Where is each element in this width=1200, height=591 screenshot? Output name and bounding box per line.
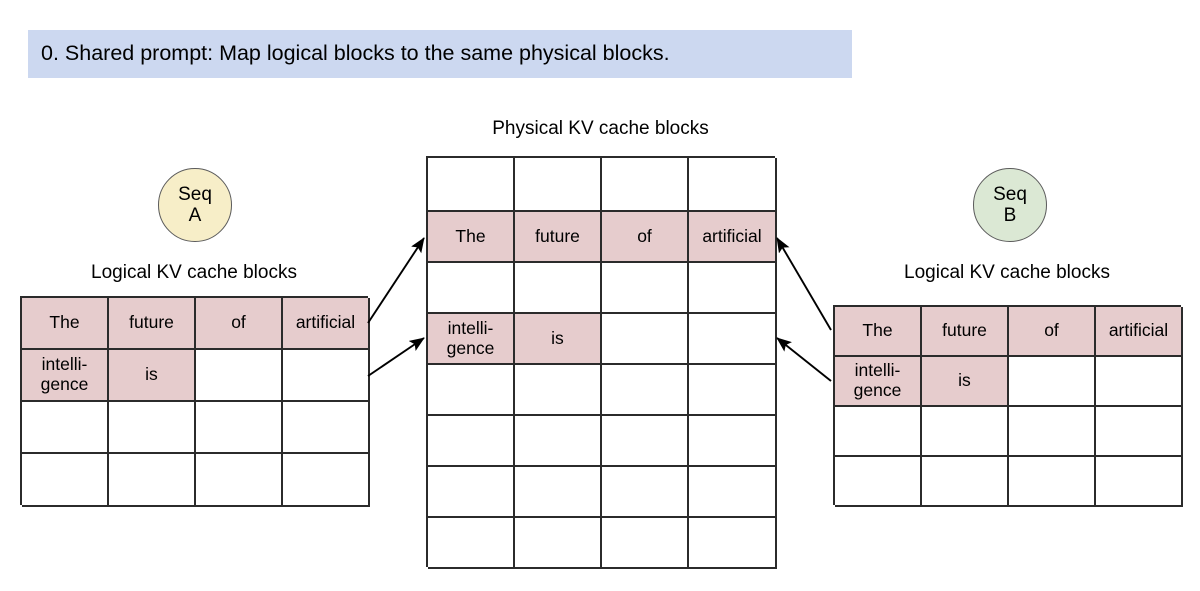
left-logical-kv-grid-cell-r1c3: of: [196, 298, 283, 350]
physical-kv-grid-cell-r7c2: [515, 467, 602, 518]
right-logical-kv-grid-cell-r1c4: artificial: [1096, 307, 1183, 357]
physical-kv-grid-cell-r1c4: [689, 158, 777, 212]
seq-b-label-line1: Seq: [993, 183, 1027, 205]
left-logical-kv-grid-cell-r2c2: is: [109, 350, 196, 402]
right-logical-cache-heading: Logical KV cache blocks: [904, 262, 1110, 283]
physical-kv-grid-cell-r4c1: intelli-gence: [428, 314, 515, 365]
left-logical-kv-grid-cell-r3c3: [196, 402, 283, 454]
left-logical-kv-grid-cell-r1c4: artificial: [283, 298, 370, 350]
left-logical-kv-grid-cell-r2c4: [283, 350, 370, 402]
physical-kv-grid-cell-r3c1: [428, 263, 515, 314]
physical-kv-grid-cell-r2c4: artificial: [689, 212, 777, 263]
physical-kv-grid-cell-r2c3: of: [602, 212, 689, 263]
physical-kv-grid-cell-r6c2: [515, 416, 602, 467]
physical-kv-grid-cell-r1c1: [428, 158, 515, 212]
physical-kv-grid-cell-r8c1: [428, 518, 515, 569]
left-logical-kv-grid-cell-r1c2: future: [109, 298, 196, 350]
right-logical-kv-grid-cell-r4c4: [1096, 457, 1183, 507]
physical-kv-grid-cell-r8c4: [689, 518, 777, 569]
right-logical-kv-grid-cell-r3c1: [835, 407, 922, 457]
physical-kv-grid-cell-r6c1: [428, 416, 515, 467]
left-logical-cache-heading: Logical KV cache blocks: [91, 262, 297, 283]
physical-kv-grid-cell-r6c3: [602, 416, 689, 467]
right-logical-kv-grid-cell-r3c3: [1009, 407, 1096, 457]
title-banner: 0. Shared prompt: Map logical blocks to …: [28, 30, 852, 78]
physical-kv-grid-cell-r1c2: [515, 158, 602, 212]
physical-kv-grid-cell-r8c3: [602, 518, 689, 569]
arrow-seq-a-row1: [367, 237, 425, 324]
physical-kv-grid-cell-r3c2: [515, 263, 602, 314]
physical-kv-grid-cell-r1c3: [602, 158, 689, 212]
left-logical-kv-grid-cell-r4c4: [283, 454, 370, 507]
left-logical-kv-grid-cell-r2c1: intelli-gence: [22, 350, 109, 402]
physical-kv-grid-cell-r6c4: [689, 416, 777, 467]
seq-b-label-line2: B: [1003, 205, 1017, 226]
right-logical-kv-grid-cell-r2c3: [1009, 357, 1096, 407]
right-logical-kv-grid-cell-r4c1: [835, 457, 922, 507]
physical-kv-grid-cell-r5c3: [602, 365, 689, 416]
left-logical-kv-grid-cell-r1c1: The: [22, 298, 109, 350]
physical-kv-grid-cell-r2c2: future: [515, 212, 602, 263]
physical-kv-grid-cell-r3c3: [602, 263, 689, 314]
physical-cache-heading: Physical KV cache blocks: [492, 118, 709, 139]
arrow-seq-a-row2: [367, 337, 425, 377]
right-logical-kv-grid-cell-r1c1: The: [835, 307, 922, 357]
right-logical-kv-grid-cell-r1c3: of: [1009, 307, 1096, 357]
physical-kv-grid-cell-r7c4: [689, 467, 777, 518]
physical-kv-grid-cell-r2c1: The: [428, 212, 515, 263]
seq-a-label-line1: Seq: [178, 183, 212, 205]
physical-kv-grid-cell-r7c1: [428, 467, 515, 518]
right-logical-kv-grid-cell-r4c2: [922, 457, 1009, 507]
left-logical-kv-grid-cell-r4c2: [109, 454, 196, 507]
left-logical-kv-grid-cell-r3c1: [22, 402, 109, 454]
right-logical-kv-grid-cell-r1c2: future: [922, 307, 1009, 357]
left-logical-kv-grid-cell-r3c2: [109, 402, 196, 454]
right-logical-kv-grid-cell-r3c4: [1096, 407, 1183, 457]
physical-kv-grid-cell-r5c1: [428, 365, 515, 416]
seq-a-label-line2: A: [188, 205, 202, 226]
right-logical-kv-grid-cell-r2c4: [1096, 357, 1183, 407]
right-logical-kv-grid-cell-r3c2: [922, 407, 1009, 457]
right-logical-kv-grid-cell-r2c1: intelli-gence: [835, 357, 922, 407]
left-logical-kv-grid-cell-r4c3: [196, 454, 283, 507]
left-logical-kv-grid-cell-r3c4: [283, 402, 370, 454]
left-logical-kv-grid-cell-r4c1: [22, 454, 109, 507]
right-logical-kv-grid-cell-r2c2: is: [922, 357, 1009, 407]
physical-kv-grid-cell-r5c2: [515, 365, 602, 416]
seq-b-badge: Seq B: [973, 168, 1047, 242]
right-logical-kv-grid-cell-r4c3: [1009, 457, 1096, 507]
physical-kv-grid-cell-r4c3: [602, 314, 689, 365]
physical-kv-grid-cell-r3c4: [689, 263, 777, 314]
physical-kv-grid-cell-r7c3: [602, 467, 689, 518]
left-logical-kv-grid-cell-r2c3: [196, 350, 283, 402]
arrow-seq-b-row2: [776, 337, 832, 382]
physical-kv-grid-cell-r5c4: [689, 365, 777, 416]
physical-kv-grid-cell-r8c2: [515, 518, 602, 569]
seq-a-badge: Seq A: [158, 168, 232, 242]
page-title: 0. Shared prompt: Map logical blocks to …: [41, 41, 670, 66]
physical-kv-grid-cell-r4c4: [689, 314, 777, 365]
physical-kv-grid-cell-r4c2: is: [515, 314, 602, 365]
arrow-seq-b-row1: [776, 237, 832, 331]
